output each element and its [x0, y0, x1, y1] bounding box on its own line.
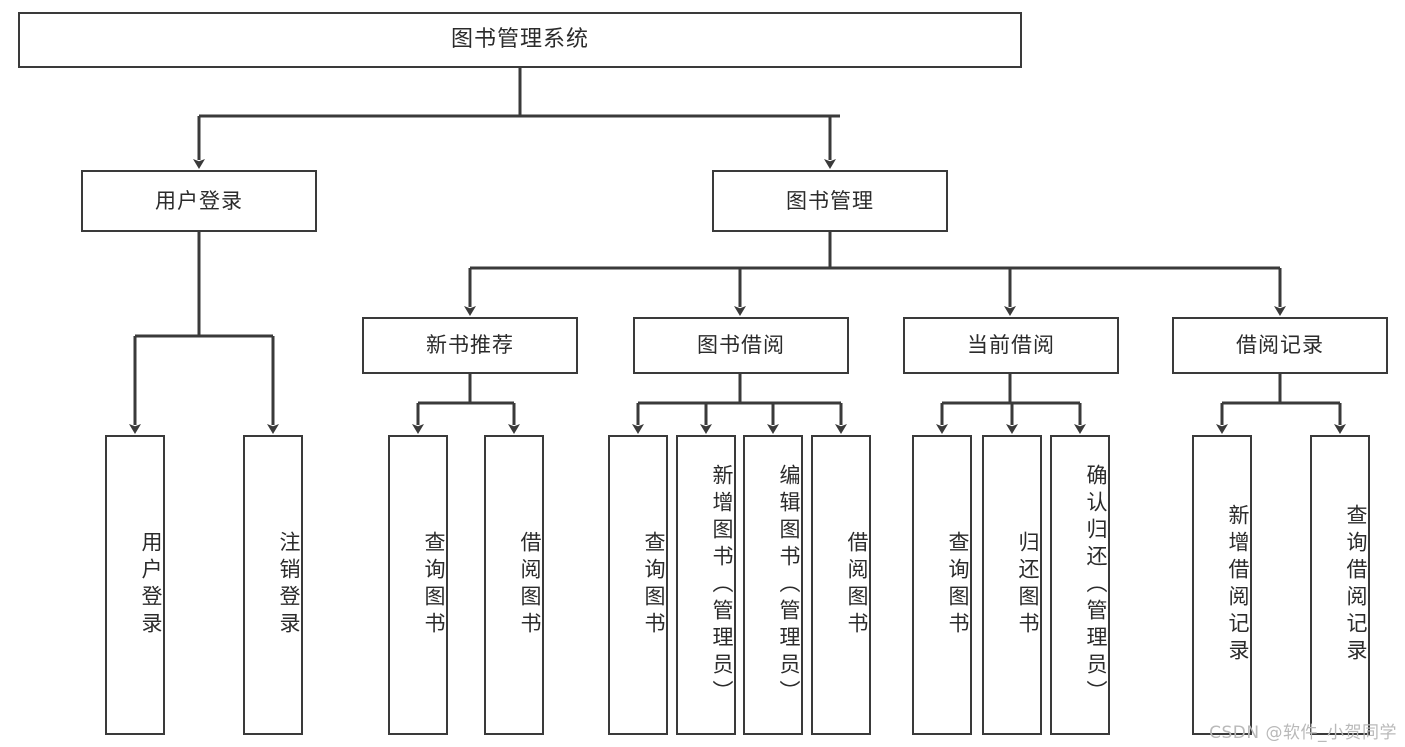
- node-leaf-4-label: 查询图书: [642, 531, 666, 639]
- csdn-watermark: CSDN @软件_小贺同学: [1209, 723, 1397, 743]
- node-leaf-6[interactable]: 编辑图书（管理员）: [743, 435, 803, 735]
- node-leaf-10-label: 确认归还（管理员）: [1084, 463, 1108, 707]
- node-leaf-12[interactable]: 查询借阅记录: [1310, 435, 1370, 735]
- node-level3-1[interactable]: 图书借阅: [633, 317, 849, 374]
- node-leaf-5[interactable]: 新增图书（管理员）: [676, 435, 736, 735]
- node-leaf-12-label: 查询借阅记录: [1344, 504, 1368, 666]
- node-level2-0-label: 用户登录: [155, 188, 243, 213]
- node-leaf-4[interactable]: 查询图书: [608, 435, 668, 735]
- node-level3-0-label: 新书推荐: [426, 333, 514, 358]
- node-level2-1[interactable]: 图书管理: [712, 170, 948, 232]
- node-leaf-9[interactable]: 归还图书: [982, 435, 1042, 735]
- node-leaf-8-label: 查询图书: [946, 531, 970, 639]
- node-leaf-7-label: 借阅图书: [845, 531, 869, 639]
- node-leaf-2-label: 查询图书: [422, 531, 446, 639]
- node-leaf-8[interactable]: 查询图书: [912, 435, 972, 735]
- node-level3-0[interactable]: 新书推荐: [362, 317, 578, 374]
- node-leaf-0[interactable]: 用户登录: [105, 435, 165, 735]
- node-leaf-5-label: 新增图书（管理员）: [710, 463, 734, 707]
- node-level2-0[interactable]: 用户登录: [81, 170, 317, 232]
- node-level2-1-label: 图书管理: [786, 188, 874, 213]
- node-leaf-10[interactable]: 确认归还（管理员）: [1050, 435, 1110, 735]
- node-leaf-1[interactable]: 注销登录: [243, 435, 303, 735]
- node-leaf-3[interactable]: 借阅图书: [484, 435, 544, 735]
- node-root[interactable]: 图书管理系统: [18, 12, 1022, 68]
- node-leaf-7[interactable]: 借阅图书: [811, 435, 871, 735]
- node-leaf-11-label: 新增借阅记录: [1226, 504, 1250, 666]
- node-leaf-1-label: 注销登录: [277, 531, 301, 639]
- node-leaf-0-label: 用户登录: [139, 531, 163, 639]
- node-root-label: 图书管理系统: [450, 27, 589, 53]
- node-level3-3[interactable]: 借阅记录: [1172, 317, 1388, 374]
- node-leaf-6-label: 编辑图书（管理员）: [777, 463, 801, 707]
- node-leaf-11[interactable]: 新增借阅记录: [1192, 435, 1252, 735]
- node-leaf-3-label: 借阅图书: [518, 531, 542, 639]
- node-leaf-9-label: 归还图书: [1016, 531, 1040, 639]
- node-level3-1-label: 图书借阅: [697, 333, 785, 358]
- node-level3-2[interactable]: 当前借阅: [903, 317, 1119, 374]
- node-leaf-2[interactable]: 查询图书: [388, 435, 448, 735]
- node-level3-3-label: 借阅记录: [1236, 333, 1324, 358]
- node-level3-2-label: 当前借阅: [967, 333, 1055, 358]
